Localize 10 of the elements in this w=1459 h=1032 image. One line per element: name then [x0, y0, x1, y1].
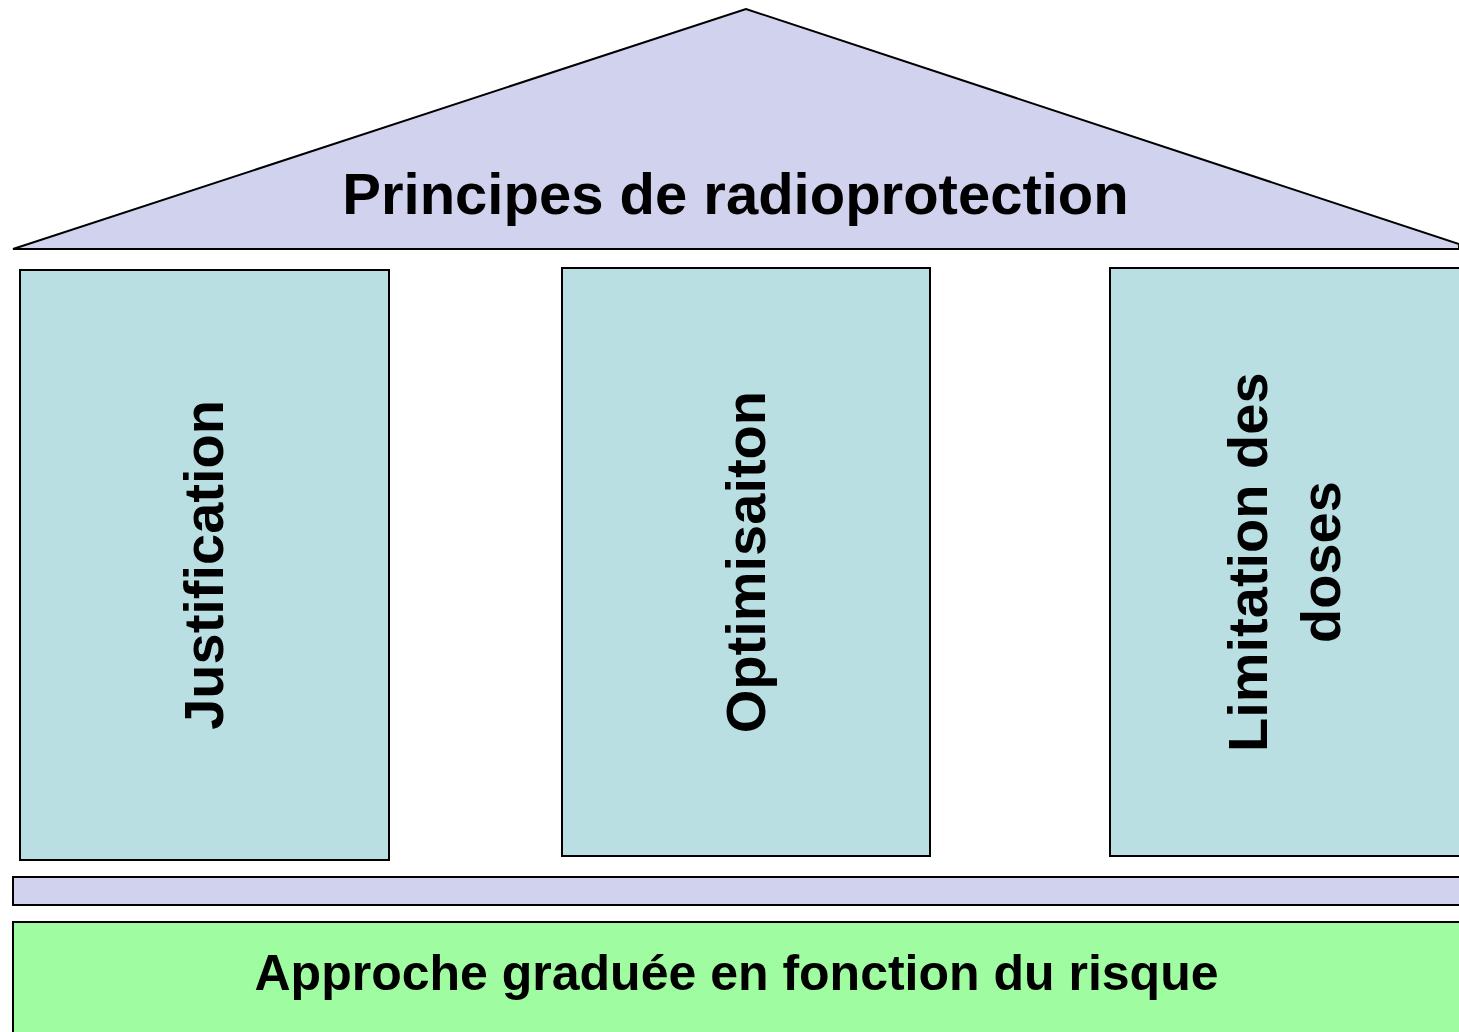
pillar-label: Limitation des doses [1215, 371, 1353, 754]
pillar-label: Justification [171, 400, 237, 730]
pillar-box [19, 269, 390, 861]
pillar-box [1109, 267, 1459, 857]
pillar-label: Optimisaiton [712, 390, 778, 734]
base-band [12, 921, 1459, 1032]
pillar-box [561, 267, 931, 857]
band-bar [12, 876, 1459, 906]
base-label: Approche graduée en fonction du risque [254, 943, 1219, 1002]
roof-title: Principes de radioprotection [341, 160, 1130, 227]
